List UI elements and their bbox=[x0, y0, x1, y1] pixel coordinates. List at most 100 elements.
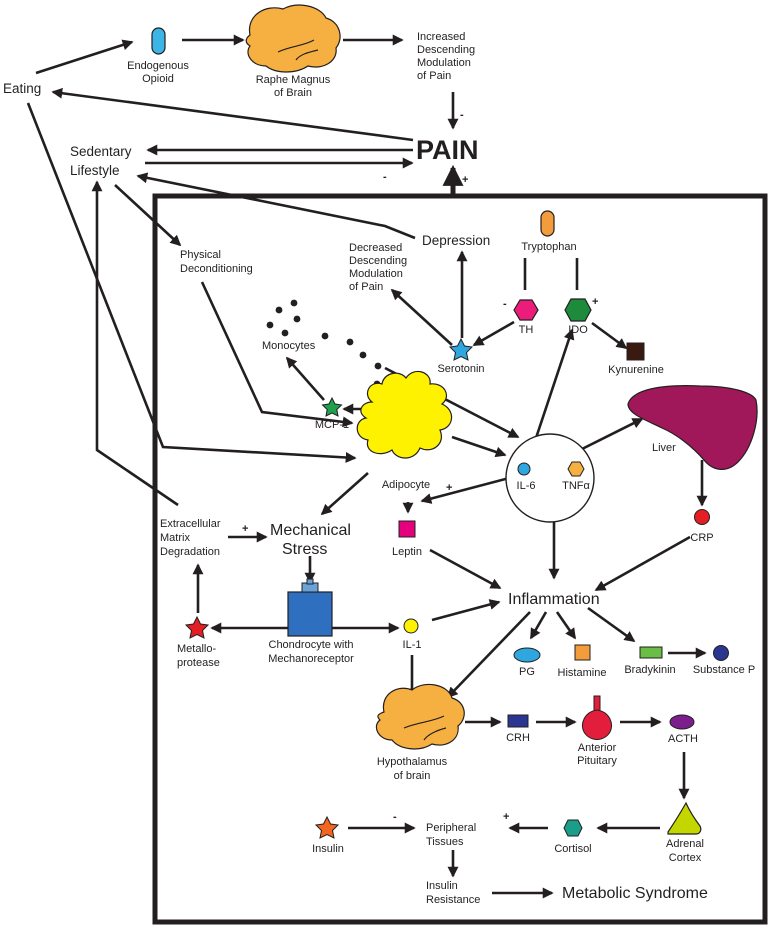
substance-p-label: Substance P bbox=[693, 664, 755, 676]
plus-sign-cortisol: + bbox=[503, 811, 509, 823]
metalloprotease-label-line2: protease bbox=[177, 657, 220, 669]
increased-modulation-label-line3: Modulation bbox=[417, 57, 471, 69]
chondrocyte-icon bbox=[287, 578, 333, 637]
arrow-crp-to-inflammation bbox=[594, 535, 691, 592]
ecm-label-line3: Degradation bbox=[160, 546, 220, 558]
endogenous-opioid-capsule-icon bbox=[151, 27, 166, 55]
ido-hexagon-icon bbox=[564, 298, 592, 322]
endogenous-opioid-label-line2: Opioid bbox=[142, 73, 174, 85]
acth-label: ACTH bbox=[668, 733, 698, 745]
cortisol-hexagon-icon bbox=[563, 819, 583, 837]
th-label: TH bbox=[519, 324, 534, 336]
ecm-label-line1: Extracellular bbox=[160, 518, 221, 530]
il6-label: IL-6 bbox=[517, 480, 536, 492]
hypothalamus-label-line2: of brain bbox=[394, 770, 431, 782]
chondrocyte-label-line2: Mechanoreceptor bbox=[268, 653, 354, 665]
crh-rect-icon bbox=[507, 714, 529, 728]
mechanical-stress-label-line2: Stress bbox=[282, 541, 327, 558]
sedentary-label-line2: Lifestyle bbox=[70, 163, 120, 178]
chondrocyte-label-line1: Chondrocyte with bbox=[269, 639, 354, 651]
minus-sign-insulin: - bbox=[393, 811, 397, 823]
insulin-resistance-label-line1: Insulin bbox=[426, 880, 458, 892]
anterior-pituitary-label-line2: Pituitary bbox=[577, 755, 617, 767]
pg-label: PG bbox=[519, 666, 535, 678]
depression-label: Depression bbox=[422, 233, 490, 248]
minus-sign-increased: - bbox=[460, 109, 464, 121]
monocytes-label: Monocytes bbox=[262, 340, 316, 352]
plus-sign-box-pain: + bbox=[462, 174, 468, 186]
leptin-label: Leptin bbox=[392, 546, 422, 558]
metalloprotease-star-icon bbox=[184, 615, 210, 639]
peripheral-tissues-label-line2: Tissues bbox=[426, 836, 464, 848]
arrow-inflammation-to-histamine bbox=[555, 611, 577, 640]
decreased-modulation-label-line1: Decreased bbox=[349, 242, 402, 254]
eating-label: Eating bbox=[3, 81, 41, 96]
hypothalamus-brain-icon bbox=[375, 683, 465, 750]
tryptophan-label: Tryptophan bbox=[521, 241, 576, 253]
acth-ellipse-icon bbox=[669, 714, 695, 730]
minus-sign-th: - bbox=[503, 298, 507, 310]
tnfa-label: TNFα bbox=[562, 480, 590, 492]
body-boundary-frame bbox=[152, 193, 768, 925]
liver-label: Liver bbox=[652, 442, 676, 454]
arrows bbox=[26, 34, 708, 899]
histamine-square-icon bbox=[574, 644, 591, 661]
serotonin-star-icon bbox=[448, 337, 474, 361]
crp-label: CRP bbox=[690, 532, 713, 544]
arrow-ido-to-kynurenine bbox=[591, 321, 628, 350]
pg-ellipse-icon bbox=[513, 647, 541, 663]
arrow-sedentary-to-physical bbox=[114, 184, 182, 247]
crh-label: CRH bbox=[506, 732, 530, 744]
arrow-il6-to-leptin bbox=[420, 475, 514, 504]
arrow-ecm-to-sedentary bbox=[91, 180, 179, 507]
insulin-star-icon bbox=[314, 815, 340, 839]
il1-label: IL-1 bbox=[403, 639, 422, 651]
sedentary-label-line1: Sedentary bbox=[70, 144, 132, 159]
plus-sign-il6-leptin: + bbox=[446, 482, 452, 494]
kynurenine-square-icon bbox=[626, 342, 645, 361]
endogenous-opioid-label-line1: Endogenous bbox=[127, 60, 189, 72]
increased-modulation-label-line4: of Pain bbox=[417, 70, 451, 82]
arrow-adipocyte-to-cytokines bbox=[451, 435, 507, 458]
decreased-modulation-label-line2: Descending bbox=[349, 255, 407, 267]
decreased-modulation-label-line4: of Pain bbox=[349, 281, 383, 293]
arrow-inflammation-to-hypothalamus bbox=[446, 611, 531, 699]
adrenal-cortex-label-line2: Cortex bbox=[669, 852, 702, 864]
arrow-leptin-to-inflammation bbox=[429, 548, 502, 590]
inflammation-label: Inflammation bbox=[508, 591, 600, 608]
metalloprotease-label-line1: Metallo- bbox=[177, 643, 216, 655]
decreased-modulation-label-line3: Modulation bbox=[349, 268, 403, 280]
serotonin-label: Serotonin bbox=[437, 363, 484, 375]
raphe-brain-icon bbox=[245, 4, 341, 73]
arrow-inflammation-to-bradykinin bbox=[587, 606, 636, 643]
arrow-depression-to-sedentary bbox=[136, 172, 416, 240]
ecm-label-line2: Matrix bbox=[160, 532, 190, 544]
hypothalamus-label-line1: Hypothalamus bbox=[377, 756, 448, 768]
anterior-pituitary-icon bbox=[582, 695, 612, 740]
arrow-eating-to-adipocyte bbox=[26, 102, 357, 463]
arrow-serotonin-to-decreased bbox=[390, 288, 453, 346]
peripheral-tissues-label-line1: Peripheral bbox=[426, 822, 476, 834]
insulin-resistance-label-line2: Resistance bbox=[426, 894, 480, 906]
adrenal-cortex-label-line1: Adrenal bbox=[666, 838, 704, 850]
anterior-pituitary-label-line1: Anterior bbox=[578, 742, 617, 754]
arrow-physical-to-adipocyte bbox=[200, 281, 354, 428]
physical-deconditioning-label-line1: Physical bbox=[180, 249, 221, 261]
bradykinin-label: Bradykinin bbox=[624, 664, 675, 676]
tryptophan-capsule-icon bbox=[540, 210, 555, 237]
arrow-adipocyte-to-mechanical bbox=[320, 472, 369, 516]
raphe-label-line1: Raphe Magnus bbox=[256, 74, 331, 86]
adrenal-cortex-icon bbox=[667, 801, 702, 835]
raphe-label-line2: of Brain bbox=[274, 87, 312, 99]
arrow-eating-to-opioid bbox=[35, 39, 134, 75]
adipocyte-label: Adipocyte bbox=[382, 479, 430, 491]
leptin-square-icon bbox=[398, 520, 416, 538]
pain-label: PAIN bbox=[416, 135, 479, 165]
increased-modulation-label-line2: Descending bbox=[417, 44, 475, 56]
tnfa-hexagon-icon bbox=[567, 461, 585, 477]
minus-sign-pain-sedentary: - bbox=[383, 171, 387, 183]
physical-deconditioning-label-line2: Deconditioning bbox=[180, 263, 253, 275]
metabolic-syndrome-label: Metabolic Syndrome bbox=[562, 885, 708, 902]
bradykinin-rect-icon bbox=[639, 646, 663, 659]
